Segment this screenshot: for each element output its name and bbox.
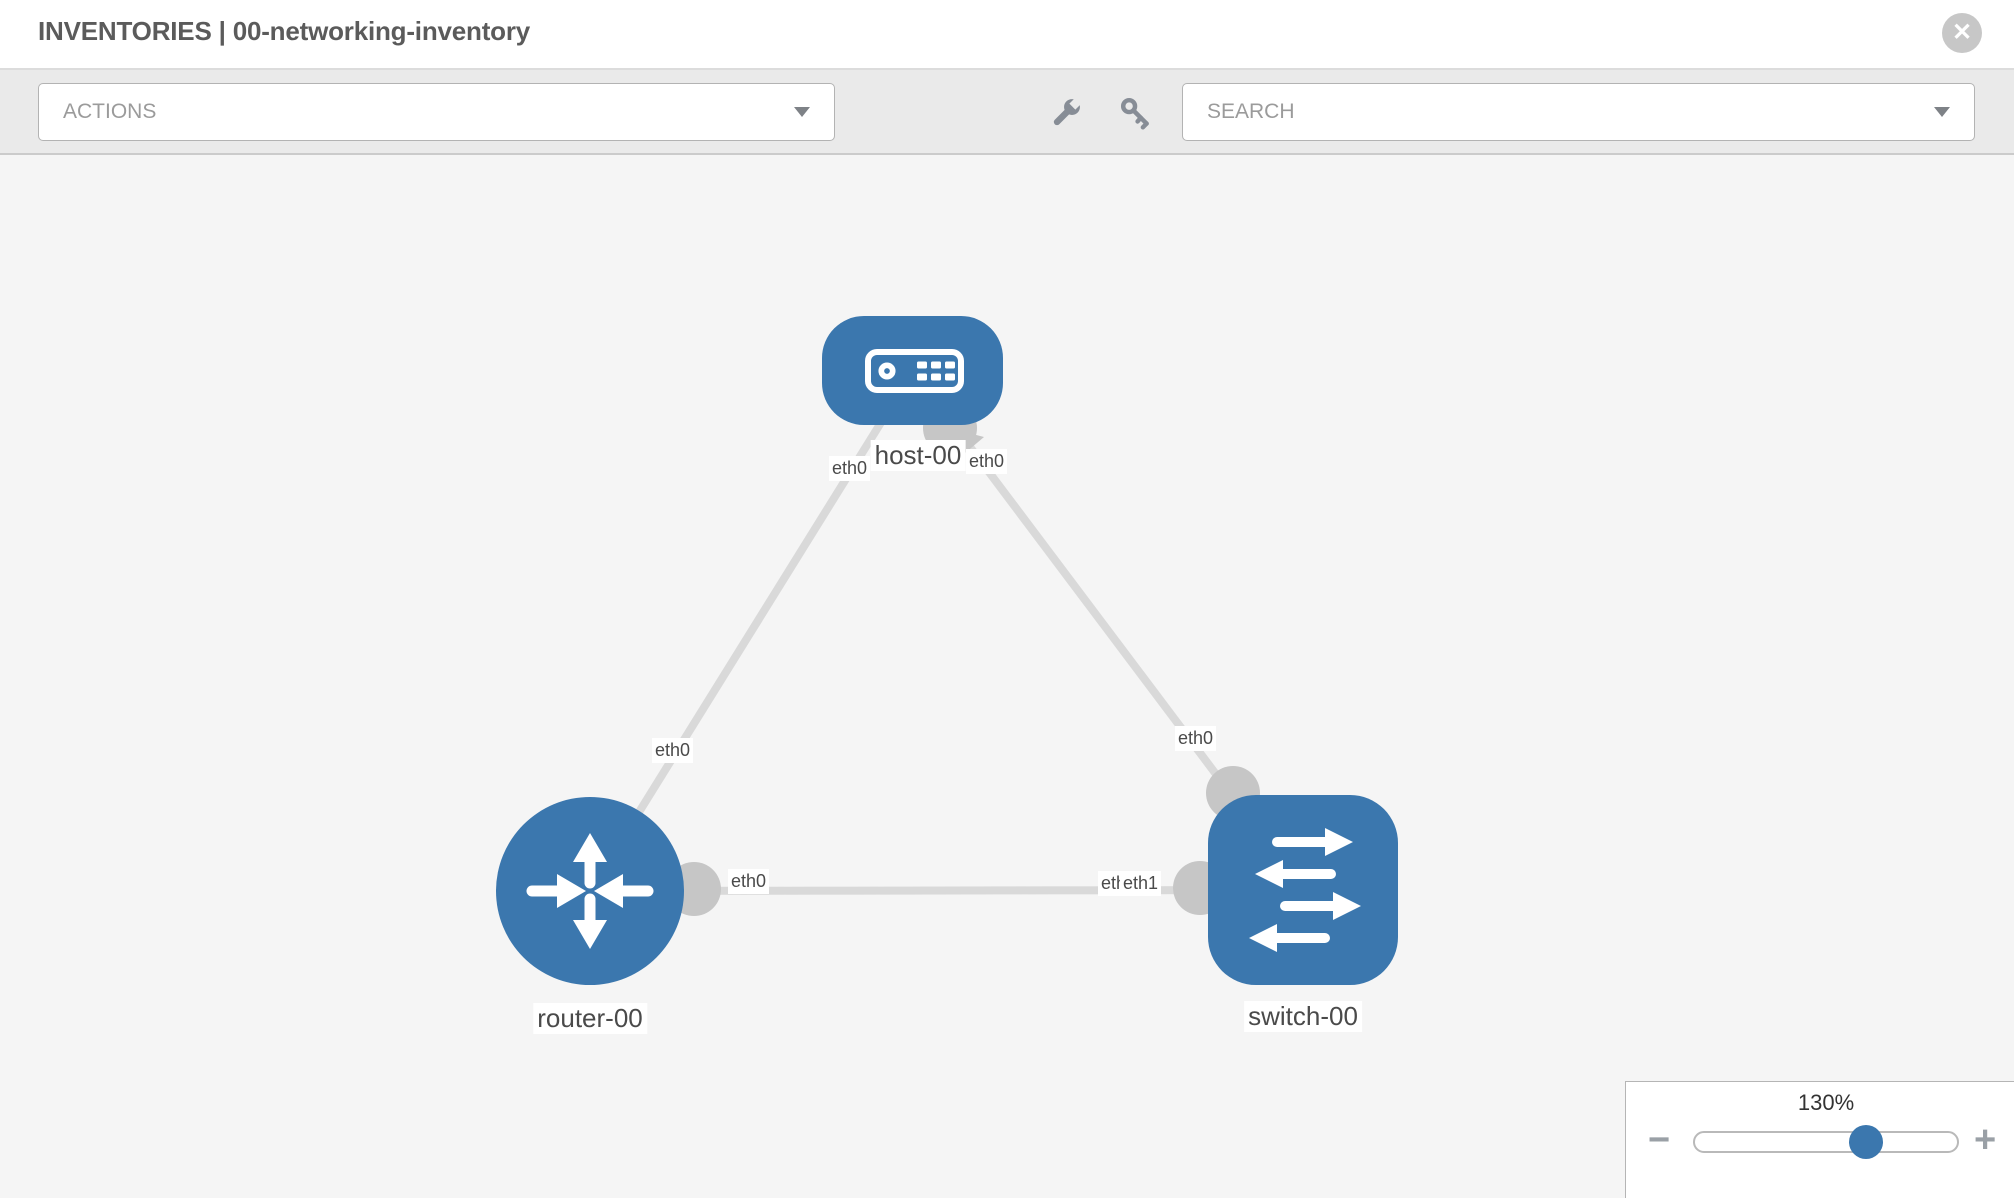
key-icon[interactable] [1118, 95, 1154, 131]
node-router[interactable] [496, 797, 684, 985]
zoom-in-button[interactable]: + [1974, 1119, 1997, 1161]
zoom-slider-thumb[interactable] [1849, 1125, 1883, 1159]
zoom-level: 130% [1797, 1090, 1855, 1115]
chevron-down-icon [794, 107, 810, 117]
topology-canvas[interactable]: eth0 eth0 eth0 eth0 eth0 eth0 eth1 host-… [0, 155, 2014, 1198]
node-host[interactable] [822, 316, 1003, 425]
zoom-slider[interactable] [1693, 1125, 1959, 1159]
actions-dropdown[interactable]: ACTIONS [38, 83, 835, 141]
router-icon [526, 833, 654, 949]
header: INVENTORIES | 00-networking-inventory ✕ [0, 0, 2014, 70]
interface-label-host-to-router: eth0 [829, 456, 871, 481]
interface-label-switch-to-host: eth0 [1175, 726, 1217, 751]
wrench-icon[interactable] [1048, 95, 1084, 131]
zoom-panel: 130% − + [1625, 1081, 2014, 1198]
switch-icon [1249, 828, 1361, 952]
interface-label-router-to-host: eth0 [652, 738, 694, 763]
host-icon [865, 349, 964, 393]
node-label-switch: switch-00 [1244, 1001, 1362, 1032]
toolbar: ACTIONS SEARCH [0, 70, 2014, 155]
node-label-host: host-00 [870, 440, 966, 471]
close-button[interactable]: ✕ [1942, 13, 1982, 53]
actions-dropdown-label: ACTIONS [63, 100, 157, 123]
page-title: INVENTORIES | 00-networking-inventory [38, 16, 531, 46]
toolbar-icons [1048, 70, 1154, 155]
interface-label-switch-to-router: eth1 [1120, 871, 1162, 896]
chevron-down-icon [1934, 107, 1950, 117]
node-label-router: router-00 [533, 1003, 647, 1034]
interface-label-router-to-switch: eth0 [728, 869, 770, 894]
interface-label-host-to-switch: eth0 [966, 449, 1008, 474]
node-switch[interactable] [1208, 795, 1398, 985]
search-dropdown[interactable]: SEARCH [1182, 83, 1975, 141]
zoom-out-button[interactable]: − [1648, 1119, 1671, 1161]
search-dropdown-label: SEARCH [1207, 100, 1295, 123]
